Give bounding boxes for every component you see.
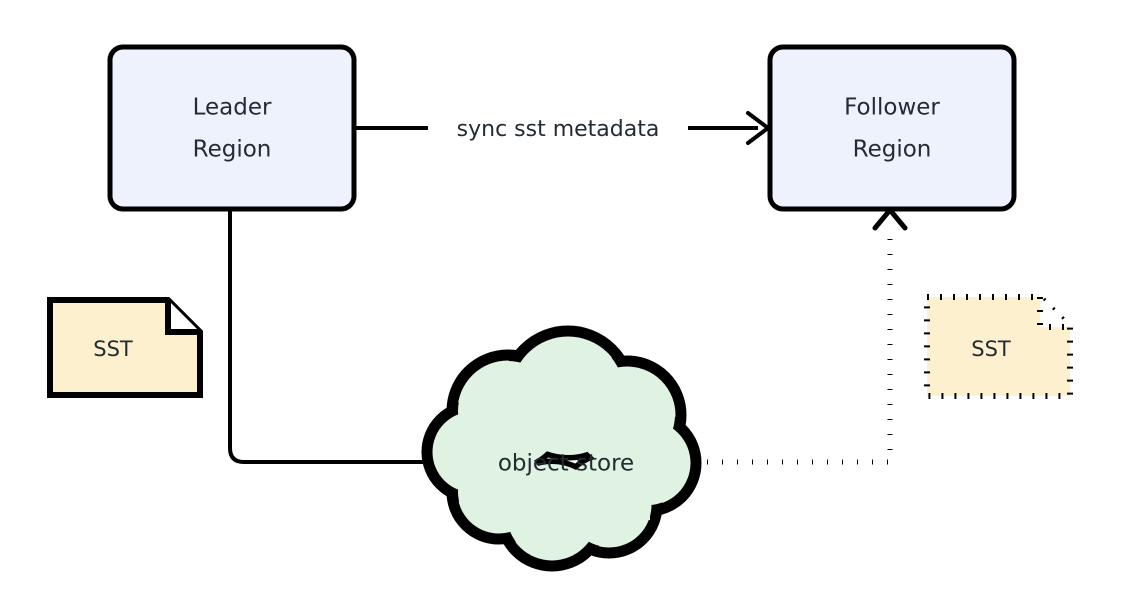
node-sst-leader[interactable]: SST <box>47 297 203 398</box>
node-follower-region[interactable]: Follower Region <box>767 44 1017 212</box>
edge-upload-to-object-store <box>228 210 456 479</box>
node-follower-region-label-line1: Follower <box>844 95 940 121</box>
node-leader-region-box[interactable] <box>107 44 357 212</box>
edge-sync-metadata-label: sync sst metadata <box>457 117 660 142</box>
edge-upload-path <box>228 210 442 464</box>
node-leader-region[interactable]: Leader Region <box>107 44 357 212</box>
node-follower-region-label-line2: Region <box>853 137 932 163</box>
node-sst-leader-label: SST <box>93 337 133 361</box>
edge-fetch-from-object-store <box>692 206 908 465</box>
edge-fetch-arrowhead <box>872 206 908 231</box>
node-object-store-cloud-shape[interactable] <box>421 325 702 572</box>
edge-fetch-path <box>692 225 893 465</box>
node-follower-region-box[interactable] <box>767 44 1017 212</box>
node-leader-region-label-line1: Leader <box>193 95 272 121</box>
node-sst-follower-label: SST <box>971 337 1011 361</box>
node-object-store[interactable]: object store <box>421 325 702 572</box>
node-sst-leader-body[interactable] <box>47 297 203 398</box>
edge-sync-metadata: sync sst metadata <box>356 111 772 145</box>
node-object-store-label: object store <box>498 451 634 477</box>
node-sst-follower-fold <box>1037 297 1070 330</box>
node-sst-follower[interactable]: SST <box>924 294 1073 399</box>
node-sst-leader-fold <box>165 300 200 335</box>
node-sst-follower-body[interactable] <box>924 294 1073 399</box>
node-leader-region-label-line2: Region <box>193 137 272 163</box>
